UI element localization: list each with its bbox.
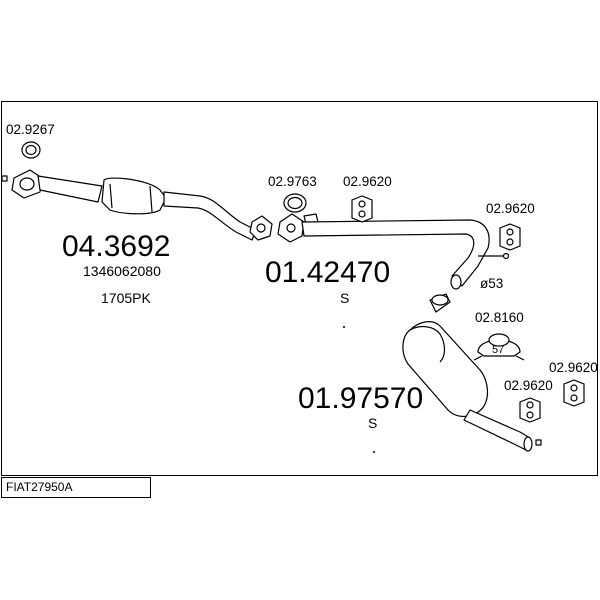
rubber-hanger-4-icon <box>563 379 585 407</box>
middle-pipe-end <box>450 274 462 290</box>
part-label-02-9620-c: 02.9620 <box>504 378 553 393</box>
part-label-02-9620-a: 02.9620 <box>343 174 392 189</box>
front-rear-flange-icon <box>249 215 273 241</box>
rear-assembly-number: 01.97570 <box>298 382 423 415</box>
front-oe-number: 1346062080 <box>83 263 161 279</box>
part-label-02-9763: 02.9763 <box>268 174 317 189</box>
middle-flange-icon <box>277 213 305 243</box>
vehicle-code-box: FIAT27950A <box>1 477 151 498</box>
catalytic-converter-icon <box>101 177 167 215</box>
front-code: 1705PK <box>101 290 151 306</box>
leader-dot-middle <box>343 326 345 328</box>
clamp-size-callout: 57 <box>492 344 504 356</box>
part-label-02-9620-b: 02.9620 <box>486 201 535 216</box>
leader-dot-rear <box>373 451 375 453</box>
muffler-body <box>402 321 489 417</box>
vehicle-code: FIAT27950A <box>6 480 73 494</box>
front-assembly-number: 04.3692 <box>62 230 170 263</box>
gasket-ring-icon <box>21 141 41 159</box>
rear-assembly-suffix: S <box>368 415 377 431</box>
middle-assembly-suffix: S <box>340 290 349 306</box>
rear-muffler-assembly <box>402 293 542 452</box>
rubber-hanger-1-icon <box>351 195 373 223</box>
front-downpipe <box>163 191 257 241</box>
diameter-callout: ø53 <box>480 276 503 291</box>
part-label-02-9620-d: 02.9620 <box>549 360 598 375</box>
middle-assembly-number: 01.42470 <box>265 256 390 289</box>
front-pipe-assembly <box>1 141 273 241</box>
diagram-frame <box>1 101 598 476</box>
part-label-02-9267: 02.9267 <box>6 122 55 137</box>
clamp-02-8160-icon <box>473 333 525 361</box>
pipe-end-marker <box>1 175 8 182</box>
front-pipe <box>37 175 103 203</box>
gasket-02-9763-icon <box>283 193 307 213</box>
tailpipe-end-marker <box>535 439 542 446</box>
rubber-hanger-2-icon <box>499 223 521 251</box>
part-label-02-8160: 02.8160 <box>475 310 524 325</box>
front-flange-icon <box>11 169 43 199</box>
rubber-hanger-3-icon <box>519 397 541 423</box>
middle-pipe-assembly <box>277 213 510 290</box>
